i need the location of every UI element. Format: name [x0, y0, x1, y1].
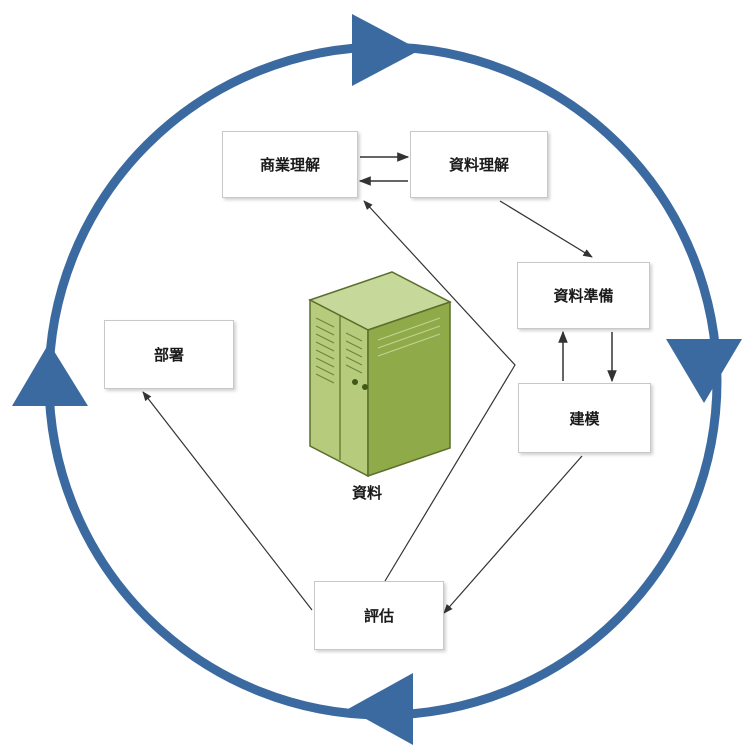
arrow-evaluation-to-deployment	[142, 391, 313, 611]
node-data-understanding: 資料理解	[410, 131, 548, 198]
node-evaluation: 評估	[314, 581, 444, 650]
node-business-understanding: 商業理解	[222, 131, 358, 198]
node-label: 建模	[569, 409, 600, 428]
node-label: 評估	[363, 607, 394, 625]
cycle-arrow-top-icon	[352, 14, 420, 86]
cycle-arrow-left-icon	[12, 343, 88, 406]
node-label: 資料理解	[448, 156, 509, 174]
center-label: 資料	[351, 484, 382, 502]
node-label: 資料準備	[553, 287, 614, 305]
node-data-preparation: 資料準備	[517, 262, 650, 329]
node-label: 部署	[153, 346, 184, 364]
arrow-evaluation-to-business	[363, 200, 516, 582]
cycle-arrow-right-icon	[666, 339, 742, 403]
cycle-arrow-bottom-icon	[348, 673, 413, 745]
node-deployment: 部署	[104, 320, 234, 389]
node-label: 商業理解	[259, 156, 320, 174]
arrow-modeling-to-evaluation	[443, 455, 583, 614]
node-modeling: 建模	[518, 383, 651, 453]
server-icon	[308, 271, 452, 478]
arrow-data-to-preparation	[499, 200, 593, 258]
